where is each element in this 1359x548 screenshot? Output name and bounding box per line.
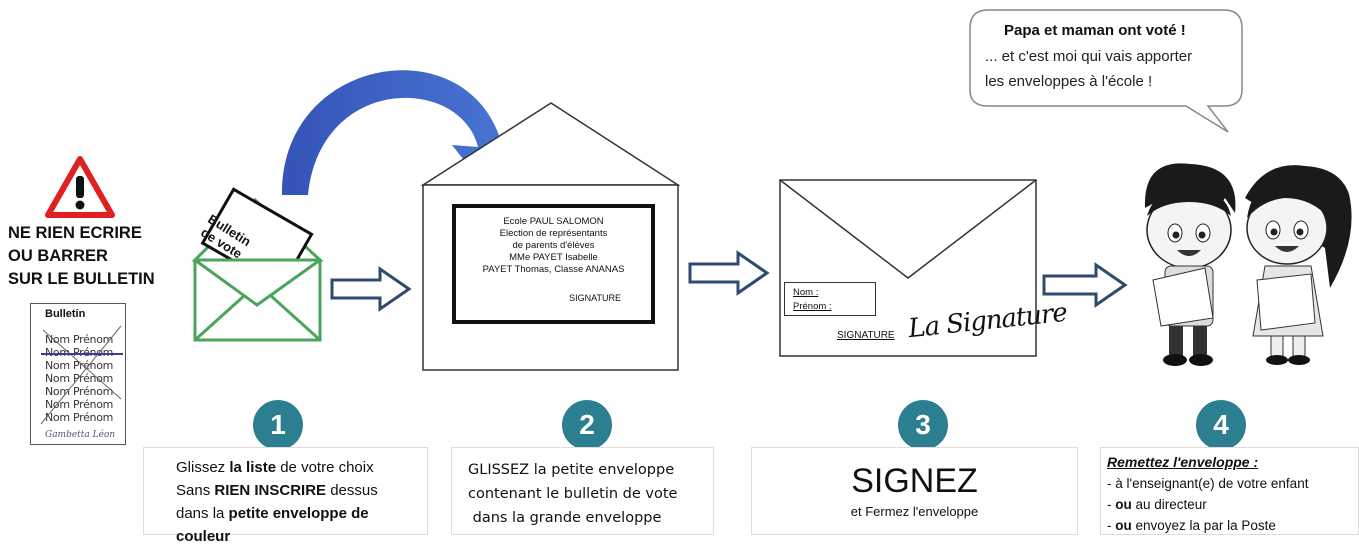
ballot-entry: Nom Prénom: [45, 411, 114, 424]
ballot-cross-marks: [40, 325, 123, 425]
step-number-1: 1: [253, 400, 303, 450]
bubble-line: les enveloppes à l'école !: [985, 73, 1153, 90]
ballot-example: Bulletin Nom Prénom Nom Prénom Nom Préno…: [30, 303, 126, 445]
step-3-instructions: SIGNEZ et Fermez l'enveloppe: [751, 447, 1078, 535]
closed-envelope-icon: [779, 179, 1037, 357]
bubble-title: Papa et maman ont voté !: [1004, 22, 1186, 39]
step3-subtext: et Fermez l'enveloppe: [850, 504, 979, 519]
step2-line: GLISSEZ la petite enveloppe: [468, 462, 675, 478]
name-fields-box: Nom : Prénom :: [784, 282, 876, 316]
step-number-3: 3: [898, 400, 948, 450]
address-line: PAYET Thomas, Classe ANANAS: [482, 264, 625, 275]
step4-line: - ou au directeur: [1107, 497, 1207, 512]
bubble-line: ... et c'est moi qui vais apporter: [985, 48, 1193, 65]
step-2-instructions: GLISSEZ la petite enveloppe contenant le…: [451, 447, 714, 535]
step1-line: Sans RIEN INSCRIRE dessus: [176, 482, 378, 499]
step3-heading: SIGNEZ: [851, 462, 978, 500]
ballot-entry: Nom Prénom: [45, 385, 114, 398]
signature-label: SIGNATURE: [837, 330, 895, 341]
address-signature-label: SIGNATURE: [569, 293, 621, 303]
ballot-entry: Nom Prénom: [45, 333, 114, 346]
address-label: Ecole PAUL SALOMON Election de représent…: [452, 204, 655, 324]
prenom-label: Prénom :: [793, 301, 832, 312]
step4-line: - à l'enseignant(e) de votre enfant: [1107, 476, 1309, 491]
address-line: MMe PAYET Isabelle: [509, 252, 598, 263]
boy-figure: [1144, 163, 1236, 366]
children-illustration: [1144, 163, 1352, 366]
right-arrow-icon: [1042, 262, 1128, 308]
step2-line: contenant le bulletin de vote: [468, 486, 678, 502]
step1-line: couleur: [176, 528, 231, 545]
warning-triangle-icon: [45, 156, 115, 218]
step-4-instructions: Remettez l'enveloppe : - à l'enseignant(…: [1100, 447, 1359, 535]
step4-line: - ou envoyez la par la Poste: [1107, 518, 1276, 533]
warning-text: NE RIEN ECRIRE OU BARRER SUR LE BULLETIN: [8, 222, 178, 291]
warning-line: SUR LE BULLETIN: [8, 270, 155, 288]
address-line: Election de représentants: [499, 228, 608, 239]
ballot-entry: Nom Prénom: [45, 372, 114, 385]
step-number-2: 2: [562, 400, 612, 450]
right-arrow-icon: [688, 250, 770, 296]
nom-label: Nom :: [793, 287, 819, 298]
ballot-signature: Gambetta Léon: [45, 430, 116, 440]
address-line: de parents d'élèves: [512, 240, 595, 251]
step4-title: Remettez l'enveloppe :: [1107, 454, 1259, 470]
ballot-entry: Nom Prénom: [45, 398, 114, 411]
address-line: Ecole PAUL SALOMON: [503, 216, 604, 227]
step-number-4: 4: [1196, 400, 1246, 450]
step1-line: Glissez la liste de votre choix: [176, 459, 374, 476]
speech-bubble: [969, 9, 1243, 133]
warning-line: NE RIEN ECRIRE: [8, 224, 142, 242]
ballot-title: Bulletin: [45, 308, 86, 320]
open-envelope-icon: [191, 187, 324, 342]
girl-figure: [1245, 165, 1352, 365]
right-arrow-icon: [330, 266, 412, 312]
step2-line: dans la grande enveloppe: [468, 510, 662, 526]
step-1-instructions: Glissez la liste de votre choix Sans RIE…: [143, 447, 428, 545]
warning-line: OU BARRER: [8, 247, 108, 265]
ballot-entry: Nom Prénom: [45, 359, 114, 372]
step1-line: dans la petite enveloppe de: [176, 505, 369, 522]
